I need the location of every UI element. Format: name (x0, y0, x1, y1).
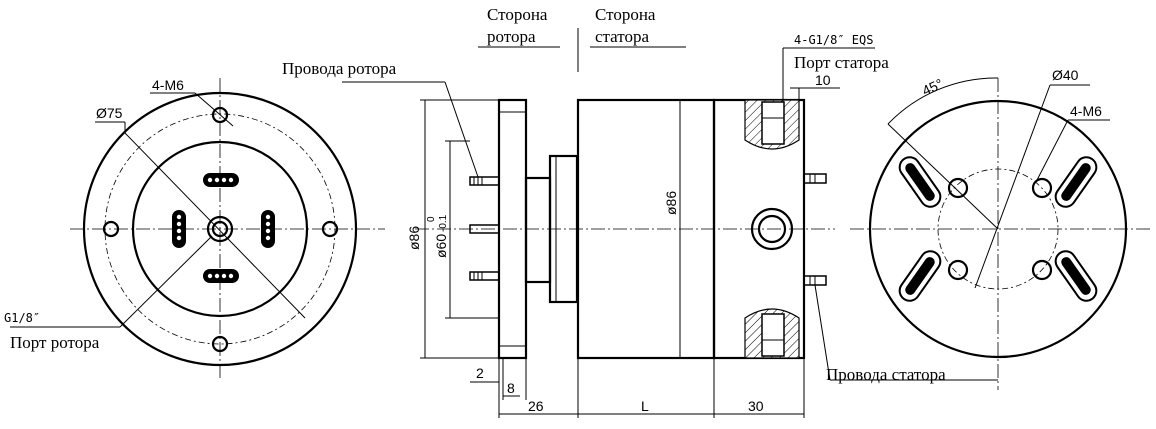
dim-26-label: 26 (528, 398, 544, 414)
rotor-port-spec: G1/8″ (4, 311, 40, 325)
left-holes-label: 4-M6 (152, 77, 184, 93)
stator-hole-2 (1031, 177, 1053, 199)
rotor-wires (469, 176, 500, 281)
mount-hole-right (321, 220, 339, 238)
dim-L-label: L (641, 398, 649, 414)
stator-end-view: 45° Ø40 4-M6 (850, 67, 1150, 390)
stator-wires (803, 173, 827, 286)
mount-hole-bottom (211, 335, 229, 353)
wire-bundle-top (203, 173, 239, 187)
stator-slot-2 (1054, 156, 1098, 208)
stator-wires-label: Провода статора (826, 365, 946, 384)
stator-port-top (744, 99, 800, 150)
rotor-side-line2: ротора (487, 27, 536, 46)
stator-bolt-circle (937, 168, 1059, 290)
rotor-port-label: Порт ротора (10, 333, 100, 352)
stator-hole-4 (1031, 259, 1053, 281)
rotor-end-view: 4-M6 Ø75 G1/8″ Порт ротора (4, 77, 385, 380)
angle-label: 45° (920, 75, 946, 98)
left-dia-label: Ø75 (96, 105, 123, 121)
stator-slot-3 (898, 250, 942, 302)
right-dia-label: Ø40 (1052, 67, 1079, 83)
dim-8-label: 8 (507, 380, 515, 396)
dim-30-label: 30 (748, 398, 764, 414)
wire-bundle-right (261, 210, 275, 248)
mount-hole-top (211, 106, 229, 124)
side-view: Сторона ротора Сторона статора (282, 5, 998, 418)
shaft-tol-lower: -0.1 (438, 214, 449, 232)
rotor-side-line1: Сторона (487, 5, 548, 24)
shaft-dia-label: ø60 (433, 234, 449, 258)
rotor-port-inner (211, 220, 229, 238)
right-holes-label: 4-M6 (1070, 103, 1102, 119)
rotor-wires-label: Провода ротора (282, 59, 397, 78)
stator-flange-outline (868, 99, 1128, 359)
stator-port-center (750, 207, 794, 251)
wire-bundle-bottom (203, 269, 239, 283)
shaft-tol-upper: 0 (426, 216, 437, 222)
rotor-flange-outline (82, 91, 358, 367)
outer-dia-label: ø86 (406, 226, 422, 250)
shaft-step (524, 176, 552, 284)
rotor-body-outline (131, 140, 309, 318)
body-dia-label: ø86 (663, 191, 679, 215)
dim-2-label: 2 (476, 365, 484, 381)
stator-slot-1 (898, 156, 942, 208)
stator-hole-1 (947, 177, 969, 199)
stator-port-spec: 4-G1/8″ EQS (794, 33, 873, 47)
stator-hole-3 (947, 259, 969, 281)
mount-hole-left (102, 220, 120, 238)
stator-port-label: Порт статора (794, 53, 889, 72)
stator-side-line2: статора (595, 27, 649, 46)
stator-port-bottom (744, 308, 800, 359)
rotor-port-outer (206, 215, 234, 243)
stator-slot-4 (1054, 250, 1098, 302)
dim-10-label: 10 (815, 72, 831, 88)
stator-side-line1: Сторона (595, 5, 656, 24)
wire-bundle-left (172, 210, 186, 248)
